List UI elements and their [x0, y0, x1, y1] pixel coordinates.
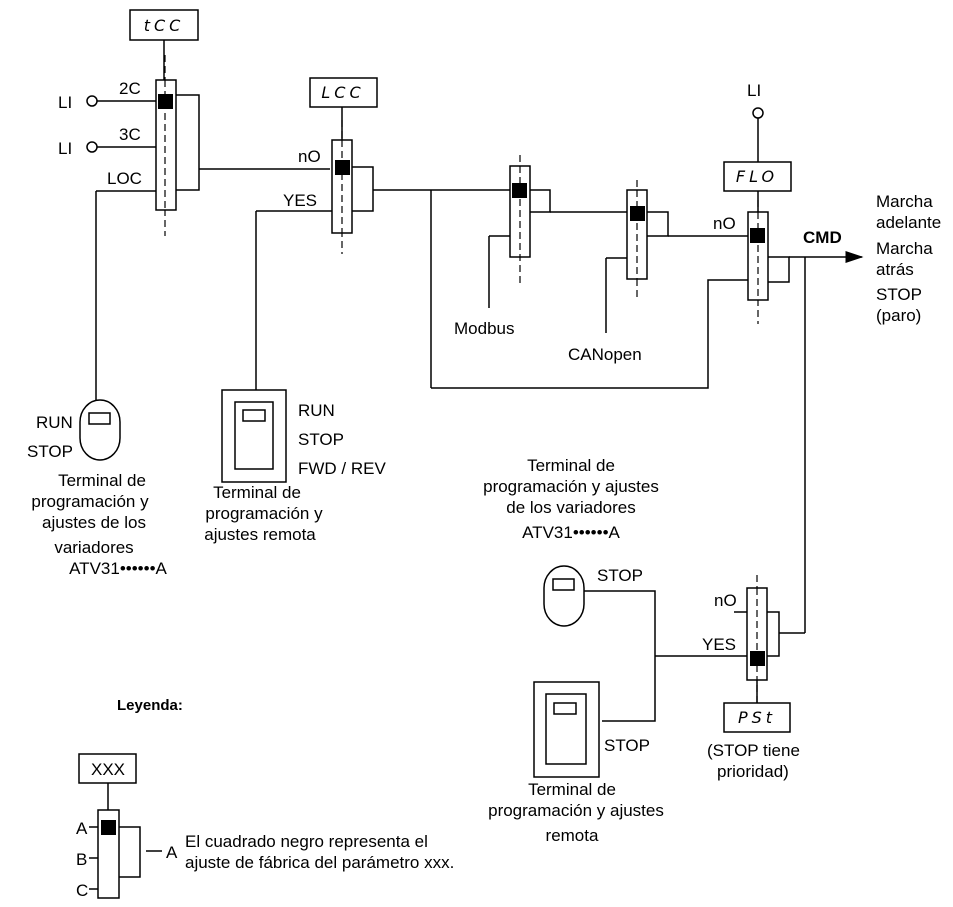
tcc-pos-2c: 2C — [119, 79, 141, 98]
tcc-pos-loc: LOC — [107, 169, 142, 188]
local-desc-1: Terminal de — [58, 471, 146, 490]
remote-keypad-screen — [242, 409, 266, 422]
legend-factory-mark — [101, 820, 116, 835]
lcc-pos-no: nO — [298, 147, 321, 166]
remote-desc-2: programación y — [205, 504, 323, 523]
tcc-input-1-label: LI — [58, 93, 72, 112]
remote-desc-1: Terminal de — [213, 483, 301, 502]
pst-note-2: prioridad) — [717, 762, 789, 781]
tcc-input-terminal-2 — [86, 141, 98, 153]
legend-desc-2: ajuste de fábrica del parámetro xxx. — [185, 853, 454, 872]
modbus-factory-mark — [512, 183, 527, 198]
flo-selector: LI FLO nO — [713, 81, 792, 324]
local-desc-2: programación y — [31, 492, 149, 511]
remote-run-label: RUN — [298, 401, 335, 420]
output-line-4: atrás — [876, 260, 914, 279]
legend-pos-b: B — [76, 850, 87, 869]
local-stop-label: STOP — [27, 442, 73, 461]
legend-output-a: A — [166, 843, 178, 862]
output-line-5: STOP — [876, 285, 922, 304]
pst-factory-mark — [750, 651, 765, 666]
local-desc-3: ajustes de los — [42, 513, 146, 532]
remote-terminal: RUN STOP FWD / REV Terminal de programac… — [204, 389, 386, 544]
tcc-switch-bar — [155, 79, 177, 211]
lcc-param-box — [309, 77, 378, 108]
local-terminal: RUN STOP Terminal de programación y ajus… — [27, 399, 168, 578]
output-line-3: Marcha — [876, 239, 933, 258]
pst-param-box — [723, 702, 791, 733]
tcc-factory-mark — [158, 94, 173, 109]
stop-remote-label: STOP — [604, 736, 650, 755]
stop-local-desc-3: de los variadores — [506, 498, 635, 517]
remote-desc-3: ajustes remota — [204, 525, 316, 544]
stop-local-desc-1: Terminal de — [527, 456, 615, 475]
output-line-1: Marcha — [876, 192, 933, 211]
flo-param-box — [723, 161, 792, 192]
flo-input-terminal — [752, 107, 764, 119]
pst-note-1: (STOP tiene — [707, 741, 800, 760]
tcc-selector: tCC LI LI 2C 3C LOC — [58, 9, 200, 400]
tcc-input-terminal-1 — [86, 95, 98, 107]
flo-pos-no: nO — [713, 214, 736, 233]
tcc-pos-3c: 3C — [119, 125, 141, 144]
local-desc-4: variadores — [54, 538, 133, 557]
stop-local-desc-2: programación y ajustes — [483, 477, 659, 496]
tcc-input-2-label: LI — [58, 139, 72, 158]
modbus-label: Modbus — [454, 319, 514, 338]
stop-remote-desc-1: Terminal de — [528, 780, 616, 799]
flo-param-code: FLO — [736, 167, 778, 186]
modbus-selector: Modbus — [454, 155, 551, 338]
legend-pos-c: C — [76, 881, 88, 900]
flo-factory-mark — [750, 228, 765, 243]
legend-desc-1: El cuadrado negro representa el — [185, 832, 428, 851]
stop-remote-keypad-screen — [553, 702, 577, 715]
flo-input-label: LI — [747, 81, 761, 100]
tcc-param-box — [129, 9, 199, 41]
remote-stop-label: STOP — [298, 430, 344, 449]
output-line-2: adelante — [876, 213, 941, 232]
lcc-selector: LCC nO YES — [255, 77, 378, 390]
lcc-param-code: LCC — [321, 83, 364, 102]
stop-local-desc-4: ATV31••••••A — [522, 523, 620, 542]
stop-local-label: STOP — [597, 566, 643, 585]
local-keypad-screen — [88, 412, 111, 425]
cmd-label: CMD — [803, 228, 842, 247]
remote-fwd-rev-label: FWD / REV — [298, 459, 386, 478]
stop-remote-desc-2: programación y ajustes — [488, 801, 664, 820]
lcc-factory-mark — [335, 160, 350, 175]
legend-param-code: XXX — [91, 760, 125, 779]
stop-local-keypad-screen — [552, 578, 575, 591]
legend-pos-a: A — [76, 819, 88, 838]
legend-title: Leyenda: — [117, 697, 183, 714]
pst-pos-yes: YES — [702, 635, 736, 654]
local-keypad-icon — [79, 399, 121, 461]
lcc-pos-yes: YES — [283, 191, 317, 210]
pst-pos-no: nO — [714, 591, 737, 610]
canopen-factory-mark — [630, 206, 645, 221]
tcc-param-code: tCC — [144, 16, 185, 35]
pst-param-code: PSt — [738, 708, 776, 727]
legend: Leyenda: XXX A B C A El cuadrado negro r… — [76, 697, 454, 900]
local-desc-5: ATV31••••••A — [69, 559, 167, 578]
stop-local-keypad-icon — [543, 565, 585, 627]
stop-priority-section: Terminal de programación y ajustes de lo… — [483, 456, 800, 845]
output-line-6: (paro) — [876, 306, 921, 325]
canopen-selector: CANopen — [568, 180, 669, 364]
local-run-label: RUN — [36, 413, 73, 432]
canopen-label: CANopen — [568, 345, 642, 364]
stop-remote-desc-3: remota — [546, 826, 599, 845]
